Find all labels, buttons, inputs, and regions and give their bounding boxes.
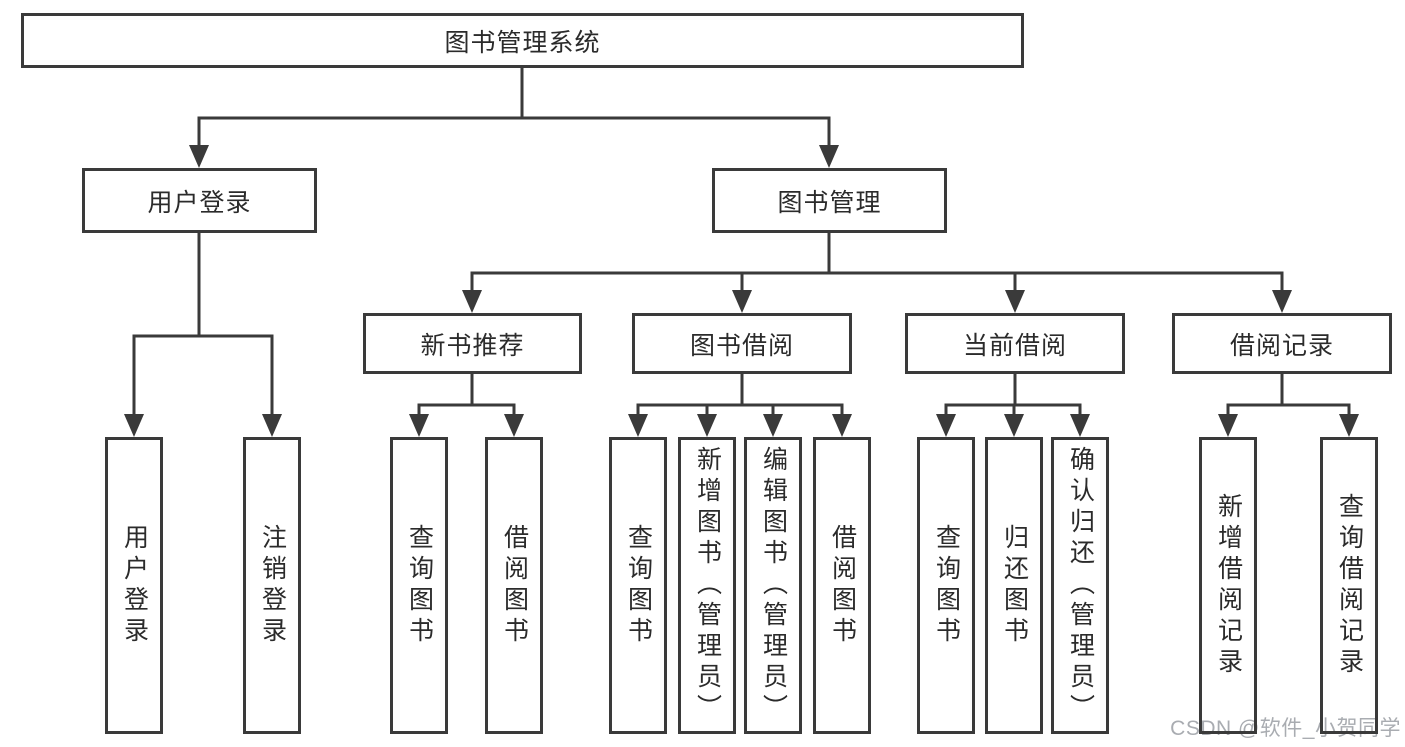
node-label: 确认归还（管理员） — [1066, 446, 1095, 725]
leaf-query-books-borrow: 查询图书 — [609, 437, 667, 734]
connector-path — [132, 66, 1351, 419]
node-label: 用户登录 — [120, 523, 149, 648]
leaf-edit-books-admin: 编辑图书（管理员） — [744, 437, 802, 734]
node-label: 注销登录 — [258, 523, 287, 648]
node-label: 图书借阅 — [689, 331, 794, 360]
node-user-login: 用户登录 — [82, 168, 317, 233]
leaf-query-borrow-record: 查询借阅记录 — [1320, 437, 1378, 734]
arrowhead-icons — [124, 145, 1359, 437]
leaf-user-login: 用户登录 — [105, 437, 163, 734]
node-label: 新增图书（管理员） — [693, 446, 722, 725]
node-label: 借阅图书 — [828, 523, 857, 648]
leaf-query-books-current: 查询图书 — [917, 437, 975, 734]
leaf-query-books-recommend: 查询图书 — [390, 437, 448, 734]
node-book-management: 图书管理 — [712, 168, 947, 233]
node-library-system: 图书管理系统 — [21, 13, 1024, 68]
leaf-add-books-admin: 新增图书（管理员） — [678, 437, 736, 734]
node-label: 新书推荐 — [420, 331, 525, 360]
watermark: CSDN @软件_小贺同学 — [1170, 717, 1401, 740]
node-label: 编辑图书（管理员） — [759, 446, 788, 725]
leaf-logout: 注销登录 — [243, 437, 301, 734]
leaf-return-books: 归还图书 — [985, 437, 1043, 734]
node-label: 查询借阅记录 — [1335, 492, 1364, 679]
node-book-borrow: 图书借阅 — [632, 313, 852, 374]
node-label: 图书管理 — [777, 188, 882, 217]
leaf-borrow-books: 借阅图书 — [813, 437, 871, 734]
node-label: 归还图书 — [1000, 523, 1029, 648]
node-label: 查询图书 — [932, 523, 961, 648]
node-label: 借阅记录 — [1229, 331, 1334, 360]
node-label: 查询图书 — [405, 523, 434, 648]
leaf-add-borrow-record: 新增借阅记录 — [1199, 437, 1257, 734]
node-label: 当前借阅 — [962, 331, 1067, 360]
leaf-borrow-books-recommend: 借阅图书 — [485, 437, 543, 734]
node-label: 借阅图书 — [500, 523, 529, 648]
leaf-confirm-return-admin: 确认归还（管理员） — [1051, 437, 1109, 734]
node-label: 图书管理系统 — [444, 28, 601, 57]
node-label: 新增借阅记录 — [1214, 492, 1243, 679]
node-label: 查询图书 — [624, 523, 653, 648]
node-label: 用户登录 — [147, 188, 252, 217]
node-borrow-records: 借阅记录 — [1172, 313, 1392, 374]
node-new-book-recommend: 新书推荐 — [363, 313, 582, 374]
node-current-borrow: 当前借阅 — [905, 313, 1125, 374]
